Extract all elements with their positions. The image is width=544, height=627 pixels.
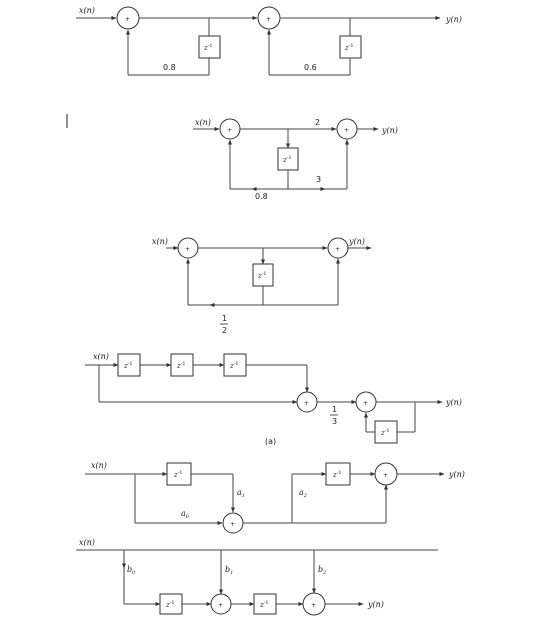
plus-sign: + (311, 602, 316, 609)
coefficient-a1: a1 (237, 488, 245, 499)
fraction-denominator: 2 (222, 326, 227, 335)
diagram-1-cascaded-feedback: x(n) + + y(n) z-1 0.8 z-1 0.6 (76, 6, 462, 76)
diagram-3-half-feedback: x(n) + + y(n) z-1 1 2 (152, 237, 372, 335)
fraction-denominator: 3 (332, 417, 337, 426)
svg-text:z-1: z-1 (229, 361, 239, 370)
plus-sign: + (227, 127, 232, 134)
plus-sign: + (344, 127, 349, 134)
input-label: x(n) (91, 461, 107, 470)
plus-sign: + (266, 16, 271, 23)
fraction-numerator: 1 (222, 314, 227, 323)
output-label: y(n) (348, 237, 365, 246)
plus-sign: + (383, 472, 388, 479)
svg-text:z-1: z-1 (259, 600, 269, 609)
plus-sign: + (304, 400, 309, 407)
svg-text:z-1: z-1 (282, 155, 292, 164)
svg-text:z-1: z-1 (123, 361, 133, 370)
diagram-5-a-coefficients: x(n) z-1 a1 a0 + a2 z-1 + y(n) (85, 461, 465, 534)
figure-caption: (a) (265, 437, 276, 446)
svg-text:z-1: z-1 (165, 600, 175, 609)
plus-sign: + (363, 400, 368, 407)
diagram-2-feedback-feedforward: x(n) + 2 + y(n) z-1 0.8 3 (193, 118, 398, 201)
svg-text:z-1: z-1 (203, 43, 213, 52)
input-label: x(n) (195, 118, 211, 127)
plus-sign: + (185, 246, 190, 253)
plus-sign: + (230, 521, 235, 528)
output-label: y(n) (448, 470, 465, 479)
plus-sign: + (218, 602, 223, 609)
svg-text:z-1: z-1 (173, 470, 183, 479)
plus-sign: + (335, 246, 340, 253)
input-label: x(n) (152, 237, 168, 246)
input-label: x(n) (79, 6, 95, 15)
svg-text:z-1: z-1 (344, 43, 354, 52)
gain-label: 0.6 (304, 63, 317, 72)
output-label: y(n) (445, 15, 462, 24)
coefficient-b0: b0 (127, 565, 136, 576)
svg-text:z-1: z-1 (332, 470, 342, 479)
coefficient-b2: b2 (318, 565, 326, 576)
input-label: x(n) (79, 538, 95, 547)
fraction-numerator: 1 (332, 405, 337, 414)
plus-sign: + (125, 16, 130, 23)
gain-label: 2 (315, 118, 320, 127)
svg-text:z-1: z-1 (176, 361, 186, 370)
output-label: y(n) (445, 398, 462, 407)
output-label: y(n) (381, 126, 398, 135)
coefficient-a2: a2 (299, 488, 307, 499)
input-label: x(n) (93, 352, 109, 361)
svg-text:z-1: z-1 (380, 428, 390, 437)
gain-label: 0.8 (163, 63, 176, 72)
gain-label: 0.8 (255, 192, 268, 201)
output-label: y(n) (367, 600, 384, 609)
coefficient-b1: b1 (225, 565, 233, 576)
diagram-6-b-coefficients: x(n) b0 z-1 + b1 z-1 + b2 y(n) (76, 538, 438, 616)
coefficient-a0: a0 (181, 509, 190, 520)
gain-label: 3 (316, 175, 321, 184)
diagram-4-comb-and-feedback: x(n) z-1 z-1 z-1 + 1 3 + y(n) z-1 (a) (85, 352, 462, 446)
svg-text:z-1: z-1 (257, 271, 267, 280)
